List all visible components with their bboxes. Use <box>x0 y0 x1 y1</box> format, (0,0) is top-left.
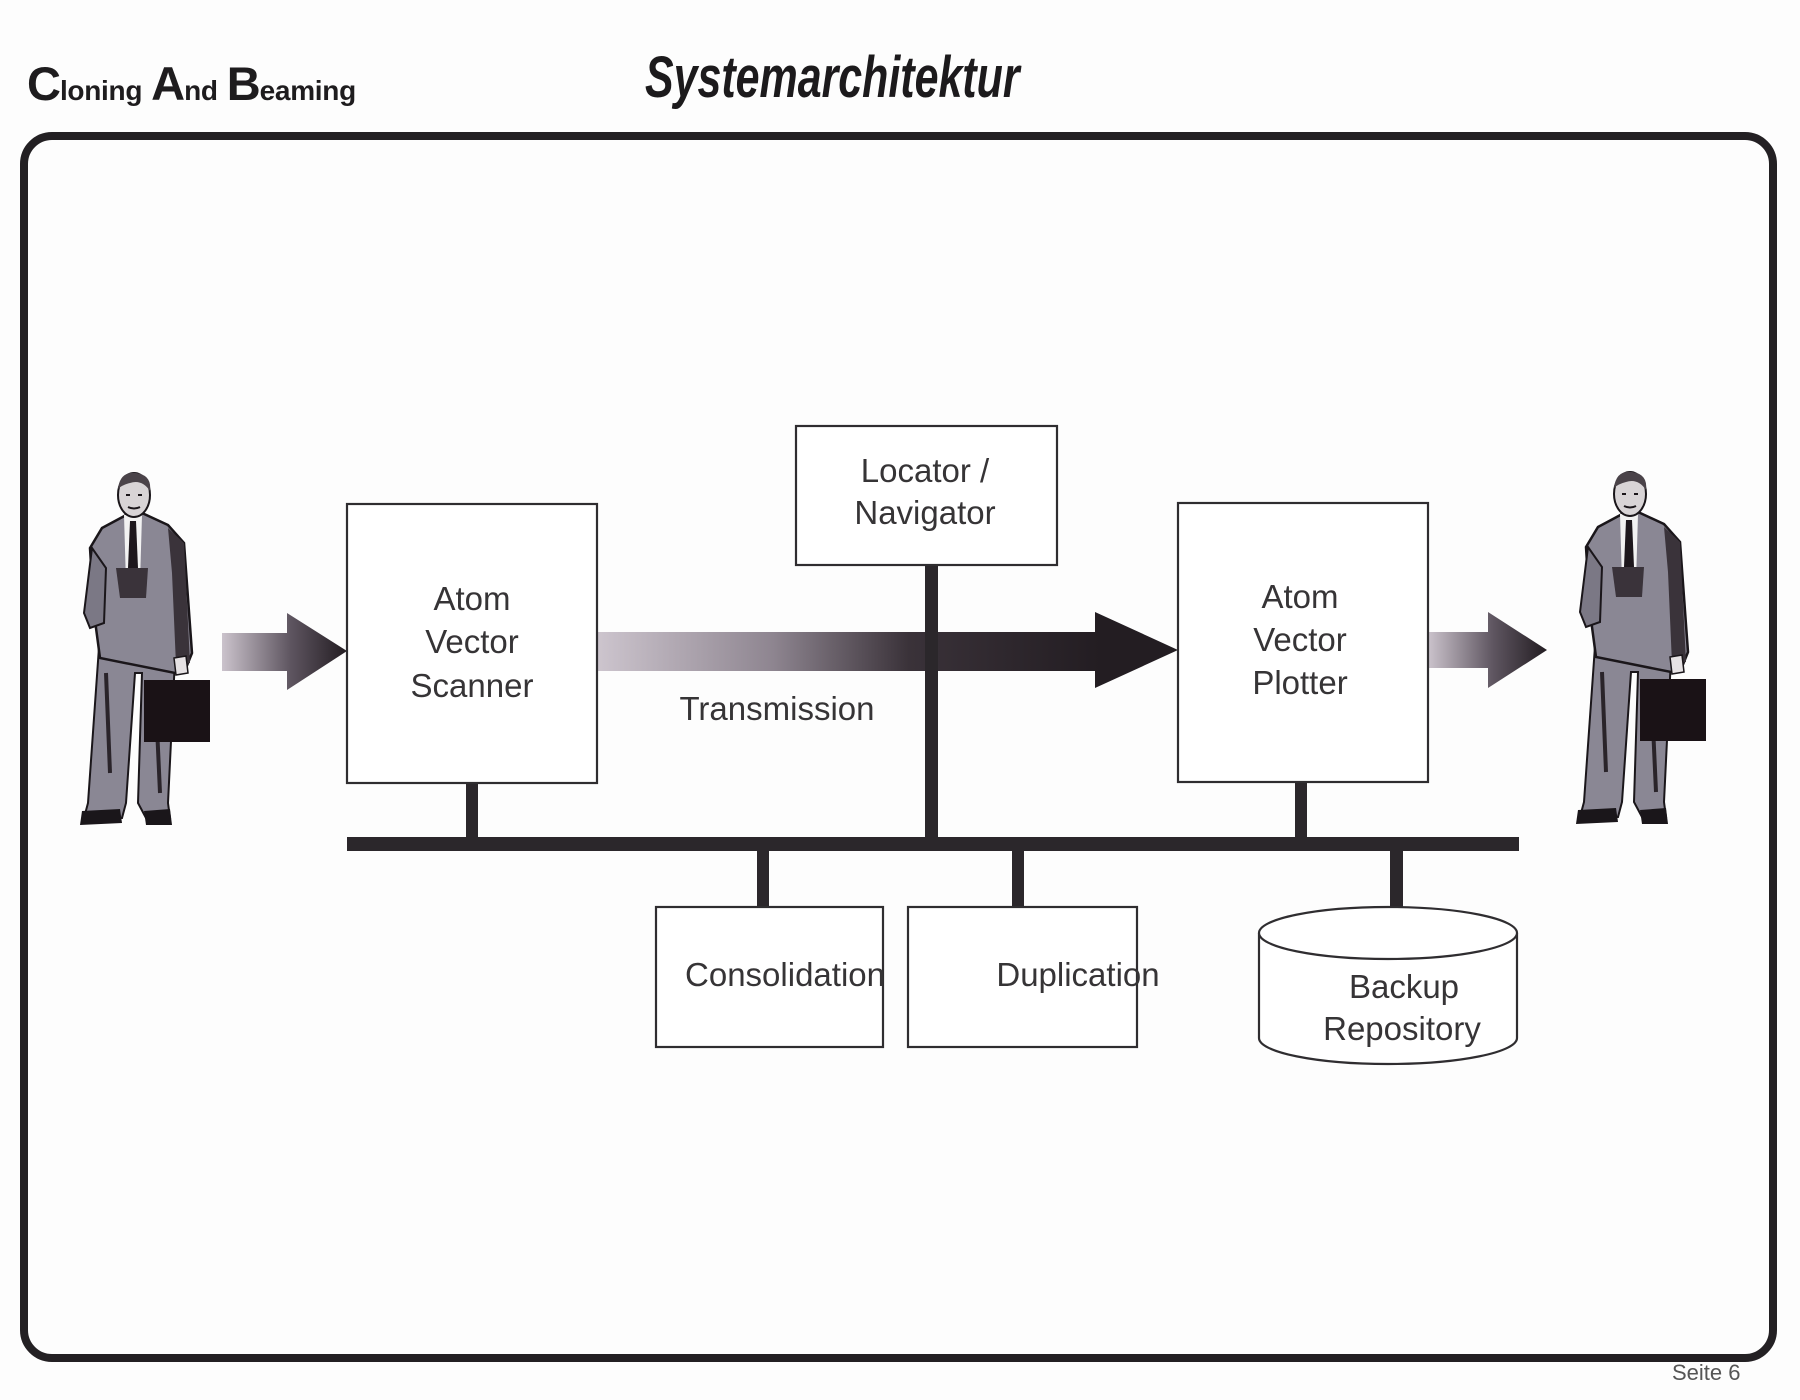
backup-label-line-2: Repository <box>1323 1010 1481 1047</box>
scanner-bus-connector <box>466 783 478 839</box>
source-person-icon <box>80 472 210 825</box>
backup-bus-connector <box>1390 849 1403 909</box>
page-number: Seite 6 <box>1672 1360 1741 1385</box>
plotter-label-line-3: Plotter <box>1252 664 1347 701</box>
brand-initial-c: C <box>27 57 61 110</box>
backup-repository-cylinder[interactable]: Backup Repository <box>1257 905 1519 1066</box>
locator-navigator-box[interactable]: Locator / Navigator <box>794 424 1059 567</box>
transmission-label: Transmission <box>680 690 875 727</box>
plotter-label-line-1: Atom <box>1261 578 1338 615</box>
brand-word-beaming: eaming <box>259 75 357 106</box>
plotter-bus-connector <box>1295 782 1307 839</box>
businessman-figure <box>80 472 210 825</box>
atom-vector-plotter-box[interactable]: Atom Vector Plotter <box>1176 501 1430 784</box>
duplication-box[interactable]: Duplication <box>906 905 1160 1049</box>
scanner-label-line-1: Atom <box>433 580 510 617</box>
slide-frame <box>20 132 1777 1362</box>
plotter-label-line-2: Vector <box>1253 621 1347 658</box>
brand-initial-b: B <box>226 57 261 110</box>
brand-logo-text: Cloning And Beaming <box>27 56 365 112</box>
consolidation-bus-connector <box>757 849 769 908</box>
system-bus <box>347 837 1519 851</box>
atom-vector-scanner-box[interactable]: Atom Vector Scanner <box>345 502 599 785</box>
locator-label-line-1: Locator / <box>861 452 990 489</box>
locator-connector-overlay <box>925 632 938 672</box>
businessman-figure <box>1576 471 1706 824</box>
output-arrow <box>1428 612 1547 688</box>
brand-word-cloning: loning <box>59 75 143 106</box>
target-person-icon <box>1576 471 1706 824</box>
locator-label-line-2: Navigator <box>854 494 995 531</box>
brand-initial-a: A <box>151 57 185 110</box>
consolidation-box[interactable]: Consolidation <box>654 905 885 1049</box>
scanner-label-line-3: Scanner <box>411 667 534 704</box>
backup-label-line-1: Backup <box>1349 968 1459 1005</box>
transmission-arrow <box>597 612 1178 688</box>
brand-word-and: nd <box>184 75 218 106</box>
consolidation-label: Consolidation <box>685 956 885 993</box>
scanner-label-line-2: Vector <box>425 623 519 660</box>
locator-bus-connector <box>925 565 938 839</box>
duplication-bus-connector <box>1012 849 1024 908</box>
input-arrow <box>222 613 347 690</box>
duplication-label: Duplication <box>996 956 1159 993</box>
slide-title: Systemarchitektur <box>645 45 1020 110</box>
